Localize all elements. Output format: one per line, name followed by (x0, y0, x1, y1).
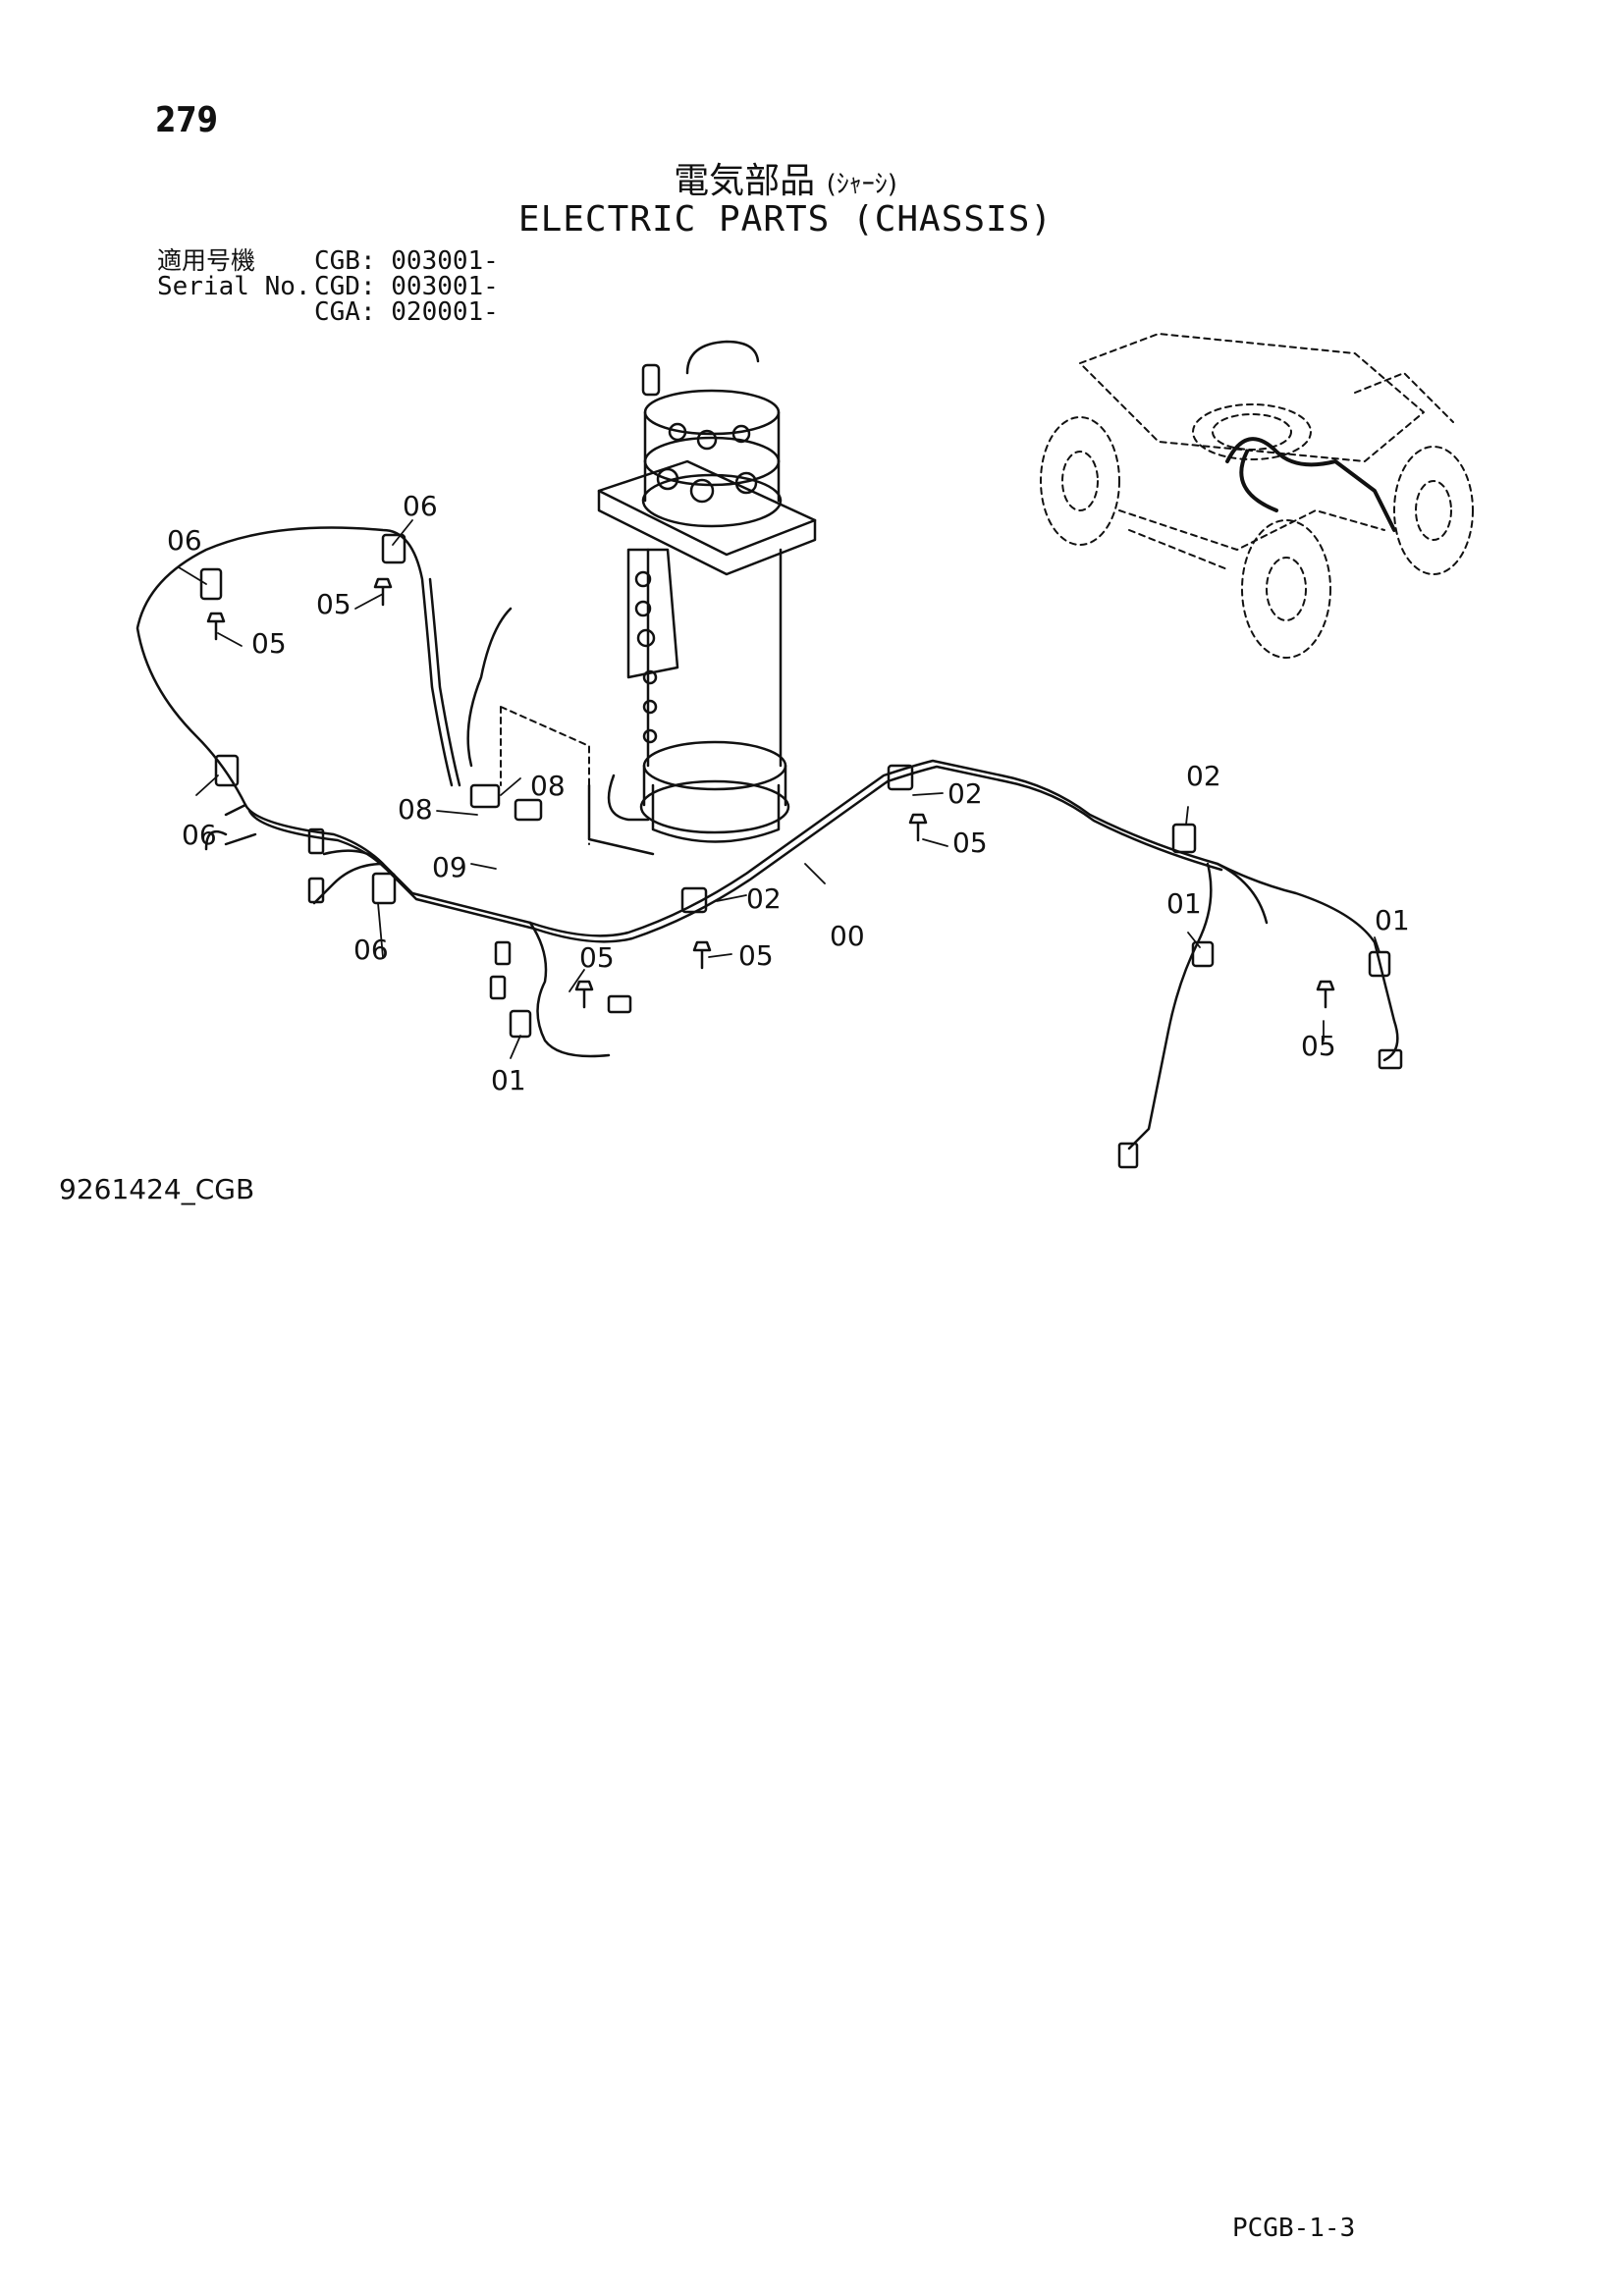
swivel-joint-illustration (587, 340, 817, 856)
page-code: PCGB-1-3 (1232, 2214, 1356, 2243)
callout-label: 05 (316, 588, 352, 620)
callout-label: 08 (398, 793, 433, 826)
callout-label: 02 (746, 882, 782, 915)
callout-label: 05 (1301, 1030, 1336, 1062)
title-english: ELECTRIC PARTS (CHASSIS) (517, 199, 1054, 240)
callout-label: 02 (947, 777, 983, 810)
serial-label-japanese: 適用号機 (157, 246, 256, 275)
callout-label: 06 (403, 490, 438, 522)
callout-label: 05 (952, 827, 988, 859)
serial-range-cga: CGA: 020001- (314, 297, 499, 327)
callout-label: 06 (182, 819, 217, 851)
page-number: 279 (155, 100, 218, 140)
serial-range-cgb: CGB: 003001- (314, 246, 499, 276)
callout-label: 00 (830, 920, 865, 952)
chassis-location-illustration (1040, 333, 1474, 659)
callout-label: 05 (579, 941, 615, 974)
bracket-frame (500, 706, 590, 845)
title-japanese-sub: (ｼｬｰｼ) (826, 170, 897, 199)
wire-harness (135, 526, 1399, 1150)
callout-label: 06 (353, 934, 389, 966)
figure-id: 9261424_CGB (59, 1173, 255, 1205)
serial-range-cgd: CGD: 003001- (314, 272, 499, 301)
callout-label: 01 (491, 1064, 526, 1096)
title-japanese: 電気部品 (ｼｬｰｼ) (0, 152, 1571, 203)
callout-label: 08 (530, 770, 566, 802)
callout-label: 01 (1375, 904, 1410, 936)
bolts (206, 577, 1335, 1009)
clamps (199, 533, 1391, 1039)
callout-label: 01 (1166, 887, 1202, 920)
callout-label: 05 (738, 939, 774, 972)
callout-label: 02 (1186, 760, 1221, 792)
serial-label-english: Serial No. (157, 272, 311, 301)
callout-label: 09 (432, 851, 467, 883)
callout-label: 06 (167, 524, 202, 557)
leader-lines (178, 519, 1380, 1059)
title-japanese-main: 電気部品 (674, 161, 816, 201)
connectors (307, 783, 1403, 1169)
callout-label: 05 (251, 627, 287, 660)
chassis-harness-highlight (1225, 437, 1396, 532)
